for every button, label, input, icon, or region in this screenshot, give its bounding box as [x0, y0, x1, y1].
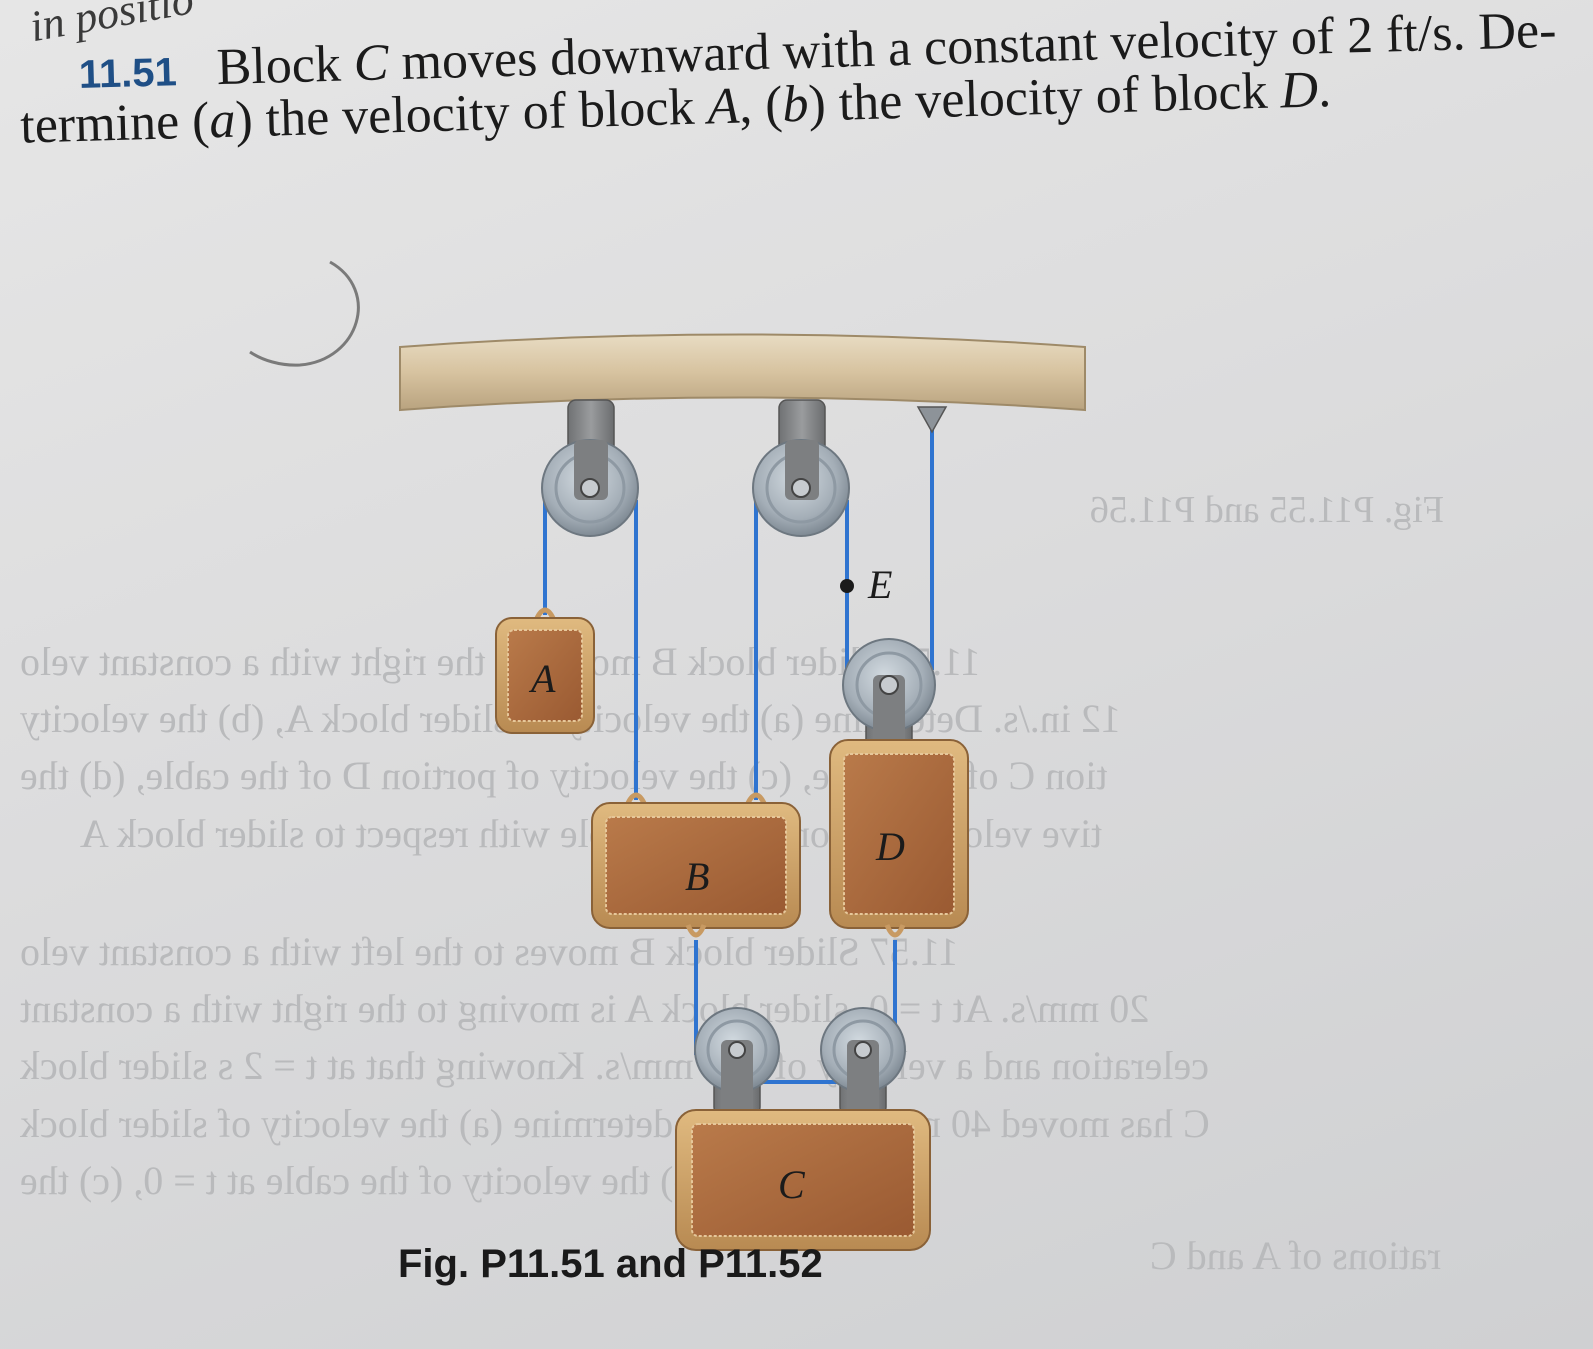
cable-anchor: [916, 406, 948, 434]
block-b-panel: [605, 816, 787, 915]
pulley-axle: [580, 478, 600, 498]
cables: [543, 420, 934, 1084]
pulley-axle: [728, 1041, 746, 1059]
pulley-axle: [791, 478, 811, 498]
figure-caption: Fig. P11.51 and P11.52: [398, 1242, 823, 1286]
block-a-panel: [507, 629, 583, 722]
hook: [745, 792, 767, 805]
label-block-a: A: [528, 656, 556, 701]
hook: [685, 923, 707, 938]
block-c-panel: [691, 1123, 915, 1237]
pulley-axle: [879, 675, 899, 695]
pulley-bracket: [721, 1040, 753, 1115]
label-block-c: C: [778, 1162, 806, 1207]
block-d-panel: [843, 753, 955, 915]
label-block-b: B: [685, 854, 709, 899]
ceiling-support: [399, 333, 1086, 412]
hook: [534, 607, 556, 620]
label-point-e: E: [867, 562, 892, 607]
pulley-axle: [854, 1041, 872, 1059]
hook: [884, 923, 906, 938]
hook: [625, 792, 647, 805]
point-e-marker: [840, 579, 854, 593]
label-block-d: D: [875, 824, 905, 869]
pulley-bracket: [873, 675, 905, 745]
pulley-bracket: [847, 1040, 879, 1115]
pencil-mark: [249, 260, 360, 367]
